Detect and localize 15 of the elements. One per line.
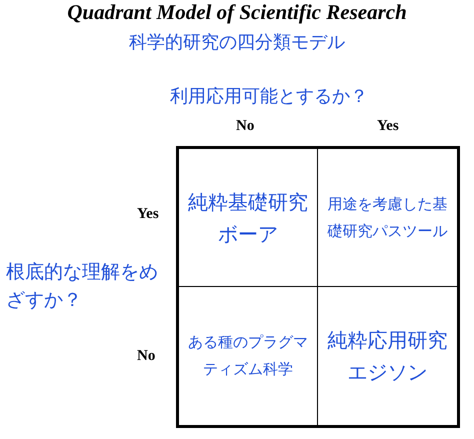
quadrant-label: 純粋応用研究	[328, 327, 448, 354]
axis-question: 根底的な理解をめざすか？	[6, 260, 159, 313]
quadrant-label: 用途を考慮した基礎研究パスツール	[326, 194, 448, 242]
example-name: ボーア	[218, 220, 278, 248]
axis-question: 利用応用可能とするか？	[170, 85, 368, 108]
title: Quadrant Model of Scientific Research	[66, 0, 408, 25]
row-header: Yes	[137, 206, 159, 223]
column-header: No	[236, 118, 254, 135]
column-header: Yes	[377, 118, 399, 135]
example-name: エジソン	[348, 359, 428, 386]
row-header: No	[137, 348, 156, 365]
quadrant-label: ある種のプラグマティズム科学	[187, 332, 309, 380]
quadrant-cell	[179, 149, 318, 287]
quadrant-label: 純粋基礎研究	[188, 188, 308, 216]
subtitle: 科学的研究の四分類モデル	[128, 31, 346, 54]
